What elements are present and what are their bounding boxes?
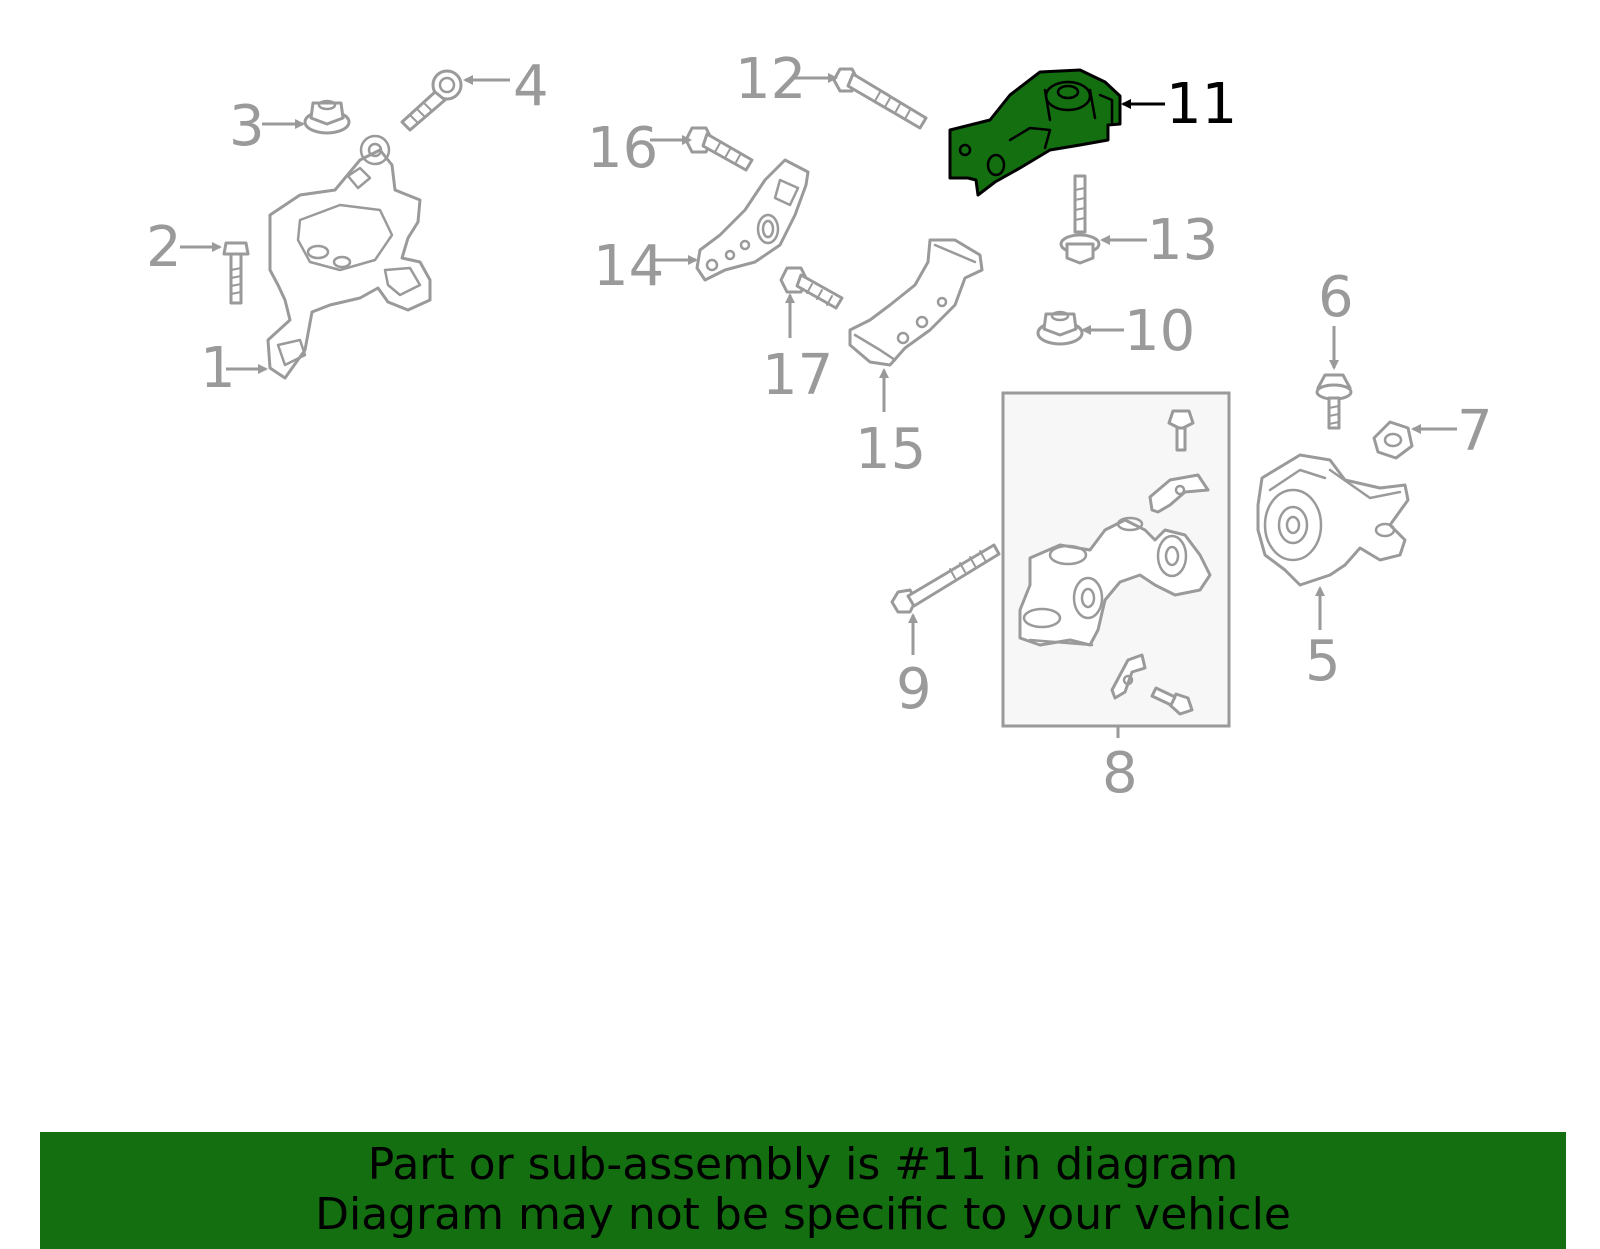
leader-lines — [180, 73, 1457, 738]
part-15-bracket[interactable] — [848, 238, 984, 367]
info-banner: Part or sub-assembly is #11 in diagram D… — [40, 1132, 1566, 1249]
callout-7: 7 — [1457, 399, 1493, 464]
callout-8: 8 — [1102, 741, 1138, 806]
part-1-engine-mount[interactable] — [266, 134, 432, 380]
callout-6: 6 — [1318, 265, 1354, 330]
part-9-bolt[interactable] — [890, 543, 1001, 614]
part-13-bolt[interactable] — [1059, 174, 1101, 265]
part-16-bolt[interactable] — [684, 126, 754, 172]
callout-14: 14 — [593, 234, 664, 299]
part-3-nut[interactable] — [303, 99, 351, 135]
part-8-mount-kit[interactable] — [1001, 391, 1231, 728]
part-6-bolt[interactable] — [1315, 373, 1353, 430]
part-4-bolt[interactable] — [400, 69, 463, 132]
part-11-torque-rod-mount[interactable] — [948, 68, 1122, 197]
callout-15: 15 — [855, 417, 926, 482]
part-2-bolt[interactable] — [222, 241, 250, 305]
callout-11: 11 — [1166, 72, 1237, 137]
callout-16: 16 — [587, 116, 658, 181]
callout-13: 13 — [1147, 208, 1218, 273]
callout-2: 2 — [146, 215, 182, 280]
part-10-nut[interactable] — [1036, 310, 1084, 346]
part-17-bolt[interactable] — [779, 266, 844, 310]
part-12-bolt[interactable] — [832, 67, 928, 130]
callout-1: 1 — [200, 336, 236, 401]
callout-4: 4 — [513, 54, 549, 119]
callout-5: 5 — [1305, 629, 1341, 694]
banner-line-part-number: Part or sub-assembly is #11 in diagram — [367, 1139, 1239, 1190]
callout-3: 3 — [229, 94, 265, 159]
callout-17: 17 — [762, 343, 833, 408]
callout-12: 12 — [735, 47, 806, 112]
callout-labels: 1 2 3 4 5 6 7 8 9 10 11 12 13 14 15 16 1… — [146, 47, 1493, 806]
part-5-transmission-mount[interactable] — [1256, 453, 1410, 587]
callout-10: 10 — [1124, 299, 1195, 364]
part-7-nut[interactable] — [1372, 420, 1414, 460]
banner-line-disclaimer: Diagram may not be specific to your vehi… — [315, 1189, 1291, 1240]
part-14-bracket[interactable] — [695, 158, 810, 282]
callout-9: 9 — [896, 657, 932, 722]
